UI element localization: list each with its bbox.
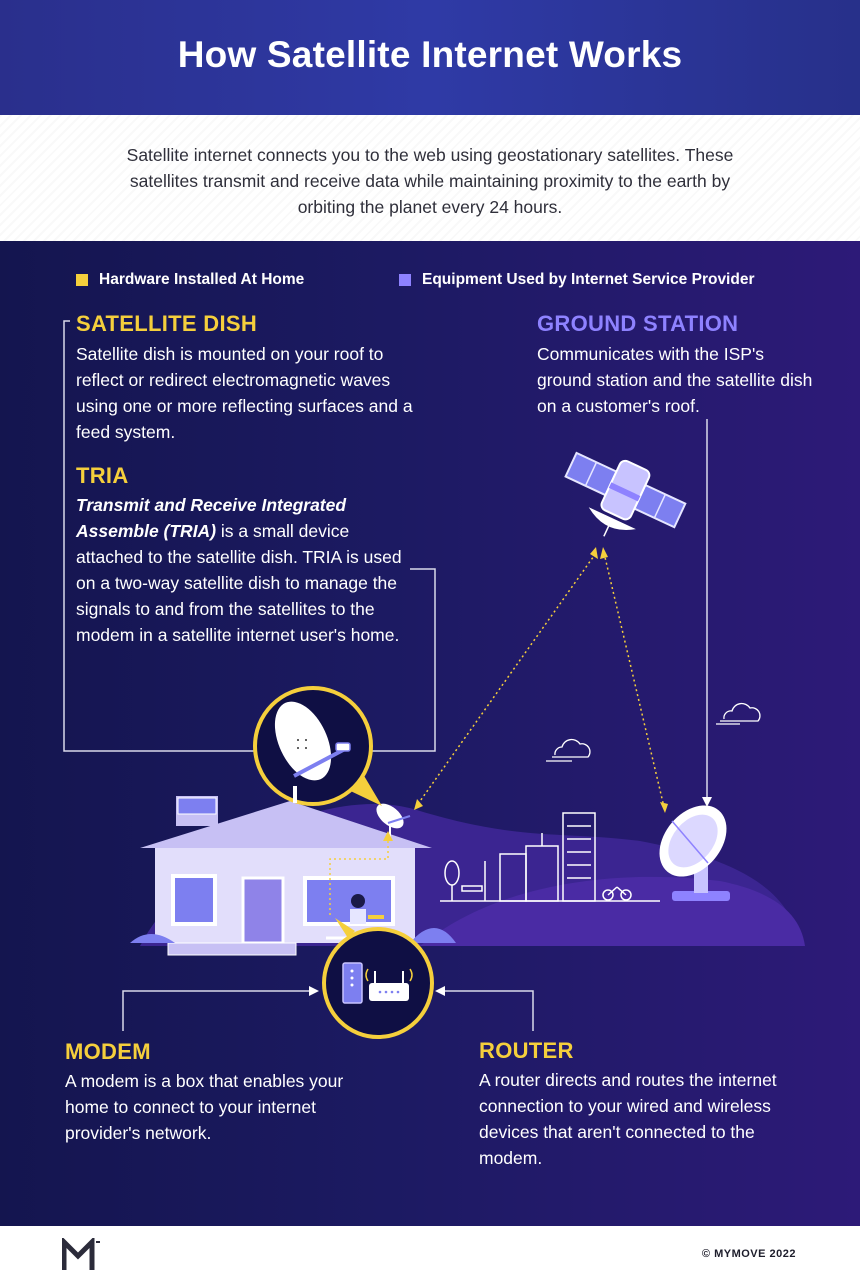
signal-line-dish-satellite bbox=[417, 552, 597, 805]
intro-section: Satellite internet connects you to the w… bbox=[0, 115, 860, 241]
ground-station-title: GROUND STATION bbox=[537, 311, 739, 336]
satellite-dish-title: SATELLITE DISH bbox=[76, 311, 258, 336]
legend-swatch-home bbox=[76, 274, 88, 286]
arrow-head bbox=[590, 547, 598, 559]
arrow-head bbox=[383, 831, 393, 841]
copyright-text: © MYMOVE 2022 bbox=[701, 1248, 796, 1260]
tria-emphasis: Transmit and Receive Integrated Assemble… bbox=[76, 495, 347, 541]
dish-callout-line-left bbox=[63, 320, 266, 752]
arrow-head bbox=[309, 986, 319, 996]
legend-swatch-isp bbox=[399, 274, 411, 286]
arrow-head bbox=[435, 986, 445, 996]
arrow-head bbox=[600, 547, 608, 559]
tria-body: is a small device attached to the satell… bbox=[76, 521, 402, 645]
satellite-icon bbox=[564, 451, 687, 537]
footer: © MYMOVE 2022 bbox=[0, 1226, 860, 1285]
mymove-logo-icon bbox=[62, 1238, 100, 1270]
dish-zoom-circle bbox=[253, 686, 382, 806]
page-title: How Satellite Internet Works bbox=[177, 34, 683, 75]
ground-station-text: Communicates with the ISP's ground stati… bbox=[537, 344, 813, 416]
arrow-head bbox=[702, 797, 712, 807]
signal-line-satellite-station bbox=[603, 552, 665, 808]
intro-text: Satellite internet connects you to the w… bbox=[126, 145, 734, 217]
tria-callout-line bbox=[368, 568, 436, 752]
legend-label-isp: Equipment Used by Internet Service Provi… bbox=[422, 271, 755, 288]
house-icon bbox=[130, 796, 456, 956]
tria-text: Transmit and Receive Integrated Assemble… bbox=[76, 492, 416, 648]
modem-title: MODEM bbox=[65, 1039, 151, 1064]
legend-label-home: Hardware Installed At Home bbox=[99, 271, 305, 288]
router-title: ROUTER bbox=[479, 1038, 574, 1063]
router-text: A router directs and routes the internet… bbox=[479, 1070, 777, 1168]
modem-callout-line bbox=[122, 990, 309, 1031]
router-callout-line bbox=[445, 990, 534, 1031]
ground-station-dish-icon bbox=[659, 805, 730, 901]
arrow-head bbox=[660, 802, 668, 813]
dish-to-modem-line bbox=[329, 841, 389, 916]
network-illustration bbox=[63, 320, 805, 1039]
satellite-dish-text: Satellite dish is mounted on your roof t… bbox=[76, 344, 413, 442]
arrow-head bbox=[414, 799, 423, 810]
diagram-panel: Hardware Installed At Home Equipment Use… bbox=[0, 241, 860, 1226]
header: How Satellite Internet Works bbox=[0, 0, 860, 115]
cloud-icon bbox=[546, 738, 591, 762]
tria-title: TRIA bbox=[76, 463, 129, 488]
cloud-icon bbox=[716, 702, 761, 725]
modem-text: A modem is a box that enables your home … bbox=[65, 1071, 344, 1143]
modem-router-zoom-circle bbox=[322, 918, 434, 1039]
